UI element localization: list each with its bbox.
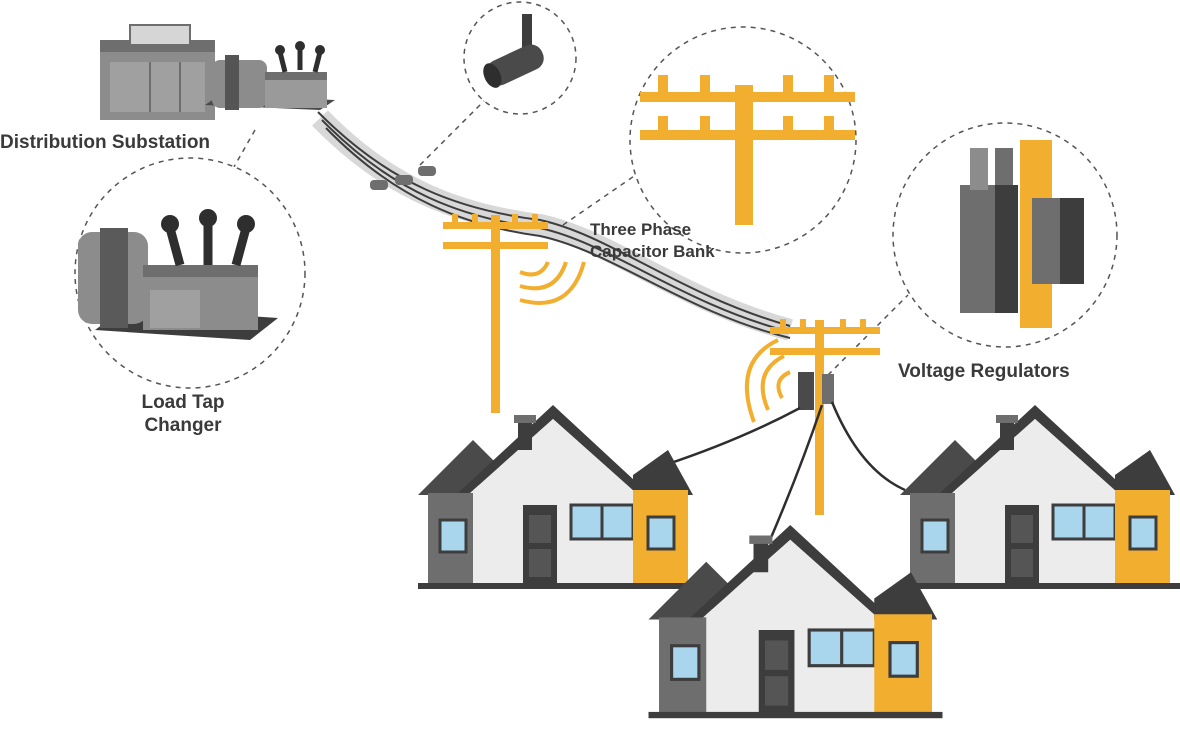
label-load-tap-changer-line1: Load Tap (141, 392, 225, 413)
wireless-signal-icon (744, 338, 791, 423)
utility-pole-icon (443, 214, 548, 413)
service-drop-lines (664, 401, 906, 541)
substation-icon (100, 24, 335, 120)
utility-pole-icon (770, 319, 880, 515)
wireless-signal-icon (519, 261, 586, 305)
label-load-tap-changer: Load Tap Changer (128, 391, 238, 437)
load-tap-changer-icon (74, 157, 306, 389)
label-distribution-substation: Distribution Substation (0, 132, 211, 153)
label-capacitor-bank-line2: Capacitor Bank (590, 242, 715, 261)
house-icon (898, 403, 1180, 591)
house-icon (646, 523, 945, 720)
line-sensor-icons (370, 166, 436, 190)
camera-sensor-icon (463, 1, 577, 115)
label-capacitor-bank: Three Phase Capacitor Bank (590, 219, 715, 263)
label-capacitor-bank-line1: Three Phase (590, 220, 692, 239)
label-voltage-regulators: Voltage Regulators (898, 361, 1070, 382)
house-icon (416, 403, 700, 591)
capacitor-bank-icon (629, 26, 857, 254)
label-load-tap-changer-line2: Changer (144, 415, 222, 436)
voltage-regulator-icon (892, 122, 1118, 348)
